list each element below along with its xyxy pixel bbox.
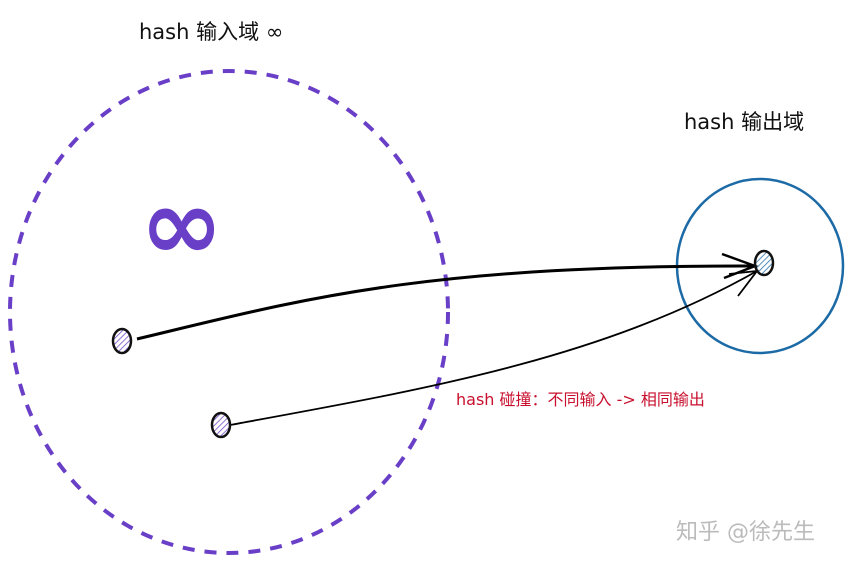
input-domain-label: hash 输入域 ∞ xyxy=(139,20,284,44)
watermark: 知乎 @徐先生 xyxy=(676,520,815,545)
input-point-1 xyxy=(111,327,133,355)
output-domain-label: hash 输出域 xyxy=(684,110,805,134)
input-point-2 xyxy=(210,411,232,439)
output-point xyxy=(753,249,775,277)
arrow-2 xyxy=(229,270,758,426)
infinity-symbol: ∞ xyxy=(140,166,224,283)
arrow-1 xyxy=(136,264,756,341)
collision-label: hash 碰撞：不同输入 -> 相同输出 xyxy=(456,390,705,409)
input-domain-circle xyxy=(8,69,450,555)
